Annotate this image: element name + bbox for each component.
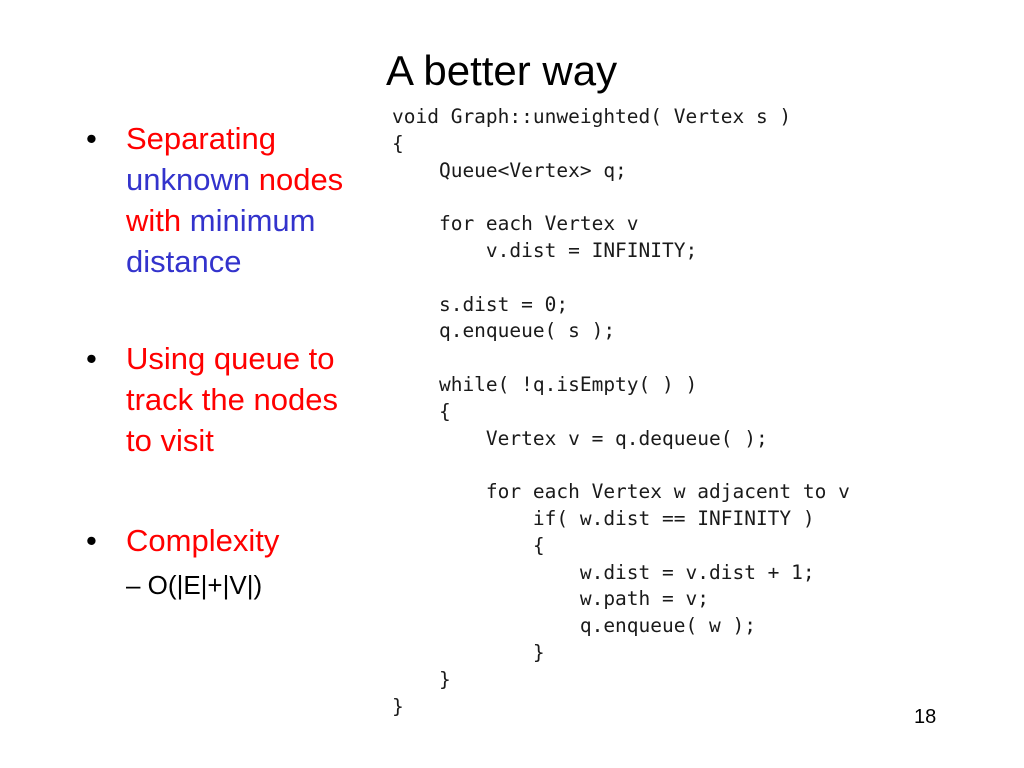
slide-title: A better way [386,47,618,94]
code-line: q.enqueue( s ); [392,319,616,343]
text-complexity: Complexity [126,523,280,558]
code-line [392,184,850,211]
text-nodes: nodes [258,162,344,197]
page-number: 18 [914,706,937,728]
complexity-value: – O(|E|+|V|) [126,570,263,600]
code-line: for each Vertex v [392,212,639,236]
code-listing: void Graph::unweighted( Vertex s ){ Queu… [392,104,850,720]
code-line [392,345,850,372]
text-queue-line2: track the nodes [126,382,338,417]
code-line: Vertex v = q.dequeue( ); [392,426,768,450]
code-line: { [392,399,451,423]
code-line: for each Vertex w adjacent to v [392,480,850,504]
code-line: Queue<Vertex> q; [392,158,627,182]
text-queue-line3: to visit [126,423,214,458]
bullet-separating: • Separating unknown nodes with minimum … [86,118,416,282]
code-line: s.dist = 0; [392,292,569,316]
text-with: with [126,203,182,238]
text-minimum: minimum [189,203,316,238]
text-distance: distance [126,244,242,279]
bullet-dot: • [86,523,97,558]
bullet-dot: • [86,121,97,156]
bullet-complexity: • Complexity [86,520,416,561]
code-line: } [392,667,451,691]
code-line: { [392,533,545,557]
code-line [392,265,850,292]
bullet-queue: • Using queue to track the nodes to visi… [86,338,416,461]
code-line: } [392,640,545,664]
code-line: q.enqueue( w ); [392,614,756,638]
bullet-dot: • [86,341,97,376]
code-line: if( w.dist == INFINITY ) [392,506,815,530]
code-line: v.dist = INFINITY; [392,238,698,262]
code-line: void Graph::unweighted( Vertex s ) [392,105,792,128]
code-line: } [392,694,404,718]
code-line: { [392,131,404,155]
code-line: w.path = v; [392,587,709,611]
text-queue-line1: Using queue to [126,341,335,376]
text-separating: Separating [126,121,276,156]
code-line: w.dist = v.dist + 1; [392,560,815,584]
code-line [392,452,850,479]
text-unknown: unknown [126,162,251,197]
code-line: while( !q.isEmpty( ) ) [392,372,698,396]
